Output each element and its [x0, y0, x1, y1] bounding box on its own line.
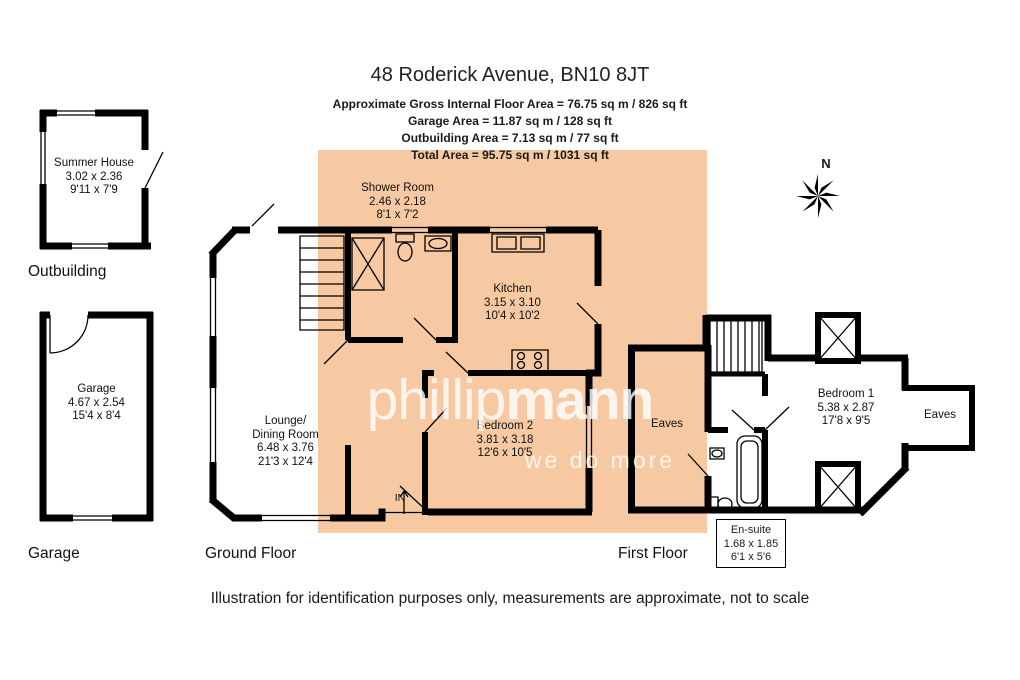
- compass-north-label: N: [821, 156, 831, 171]
- kitchen-name: Kitchen: [493, 283, 532, 295]
- area-line-garage: Garage Area = 11.87 sq m / 128 sq ft: [408, 114, 612, 128]
- summer-house-imperial: 9'11 x 7'9: [70, 184, 118, 196]
- toilet-icon: [395, 233, 415, 262]
- garage-imperial: 15'4 x 8'4: [72, 410, 121, 422]
- lounge-metric: 6.48 x 3.76: [257, 442, 314, 454]
- bedroom1-label: Bedroom 1 5.38 x 2.87 17'8 x 9'5: [790, 388, 902, 429]
- summer-house-name: Summer House: [54, 157, 134, 169]
- summer-house-plan: [39, 109, 164, 250]
- stairs-first: [709, 319, 763, 373]
- hatch-box-top: [815, 312, 861, 364]
- garage-plan: [39, 311, 154, 522]
- kitchen-metric: 3.15 x 3.10: [484, 296, 541, 309]
- bedroom2-metric: 3.81 x 3.18: [476, 433, 534, 446]
- ensuite-sink-icon: [709, 447, 725, 460]
- shower-room-imperial: 8'1 x 7'2: [376, 209, 419, 221]
- summer-house-metric: 3.02 x 2.36: [65, 170, 123, 183]
- first-floor-caption: First Floor: [618, 545, 688, 562]
- lounge-imperial: 21'3 x 12'4: [258, 455, 313, 468]
- kitchen-sink-icon: [491, 233, 545, 253]
- watermark-brand-bold: mann: [505, 368, 654, 432]
- footer-disclaimer: Illustration for identification purposes…: [210, 590, 810, 607]
- area-line-outbuilding: Outbuilding Area = 7.13 sq m / 77 sq ft: [401, 131, 619, 145]
- eaves-right-label: Eaves: [924, 409, 956, 421]
- ensuite-name: En-suite: [730, 524, 772, 536]
- bath-icon: [736, 435, 763, 509]
- watermark-logo: phillipmann: [325, 372, 695, 429]
- ensuite-imperial: 6'1 x 5'6: [730, 551, 772, 563]
- bedroom2-name: Bedroom 2: [476, 420, 534, 432]
- lounge-label: Lounge/ Dining Room 6.48 x 3.76 21'3 x 1…: [228, 415, 343, 469]
- sink-icon: [424, 235, 452, 252]
- area-summary: Approximate Gross Internal Floor Area = …: [0, 96, 1020, 164]
- garage-room-label: Garage 4.67 x 2.54 15'4 x 8'4: [43, 383, 150, 424]
- watermark-tagline: we do more: [524, 447, 676, 473]
- hatch-box-bottom: [815, 461, 861, 513]
- kitchen-imperial: 10'4 x 10'2: [485, 310, 540, 322]
- lounge-name-line2: Dining Room: [252, 428, 319, 441]
- ensuite-toilet-icon: [709, 496, 733, 512]
- hob-icon: [511, 349, 549, 372]
- outbuilding-caption: Outbuilding: [28, 263, 107, 280]
- garage-metric: 4.67 x 2.54: [68, 396, 125, 409]
- first-floor-plan: [628, 312, 975, 517]
- kitchen-label: Kitchen 3.15 x 3.10 10'4 x 10'2: [460, 283, 565, 324]
- shower-room-name: Shower Room: [361, 182, 434, 194]
- entrance-arrow-icon: [399, 490, 409, 514]
- compass-icon: [796, 174, 840, 218]
- bedroom2-imperial: 12'6 x 10'5: [477, 447, 533, 459]
- entrance-in-label: IN: [394, 492, 406, 504]
- ensuite-label-box: En-suite 1.68 x 1.85 6'1 x 5'6: [716, 519, 786, 568]
- page-title: 48 Roderick Avenue, BN10 8JT: [370, 64, 650, 86]
- garage-name: Garage: [77, 383, 116, 395]
- stairs-ground: [299, 235, 345, 331]
- area-line-total: Total Area = 95.75 sq m / 1031 sq ft: [411, 148, 609, 162]
- bedroom1-imperial: 17'8 x 9'5: [821, 415, 871, 427]
- shower-room-label: Shower Room 2.46 x 2.18 8'1 x 7'2: [345, 182, 450, 223]
- bedroom1-name: Bedroom 1: [817, 388, 875, 400]
- shower-cubicle-icon: [351, 237, 385, 291]
- summer-house-label: Summer House 3.02 x 2.36 9'11 x 7'9: [40, 157, 148, 198]
- ensuite-metric: 1.68 x 1.85: [723, 537, 779, 550]
- ground-floor-caption: Ground Floor: [205, 545, 297, 562]
- eaves-left-label: Eaves: [651, 418, 683, 430]
- bedroom2-label: Bedroom 2 3.81 x 3.18 12'6 x 10'5: [450, 420, 560, 461]
- garage-caption: Garage: [28, 545, 80, 562]
- shower-room-metric: 2.46 x 2.18: [369, 195, 426, 208]
- bedroom1-metric: 5.38 x 2.87: [817, 401, 875, 414]
- ground-floor-plan: [208, 203, 602, 522]
- area-line-gross: Approximate Gross Internal Floor Area = …: [332, 97, 688, 111]
- watermark-brand-light: phillip: [366, 368, 507, 432]
- lounge-name-line1: Lounge/: [264, 415, 307, 427]
